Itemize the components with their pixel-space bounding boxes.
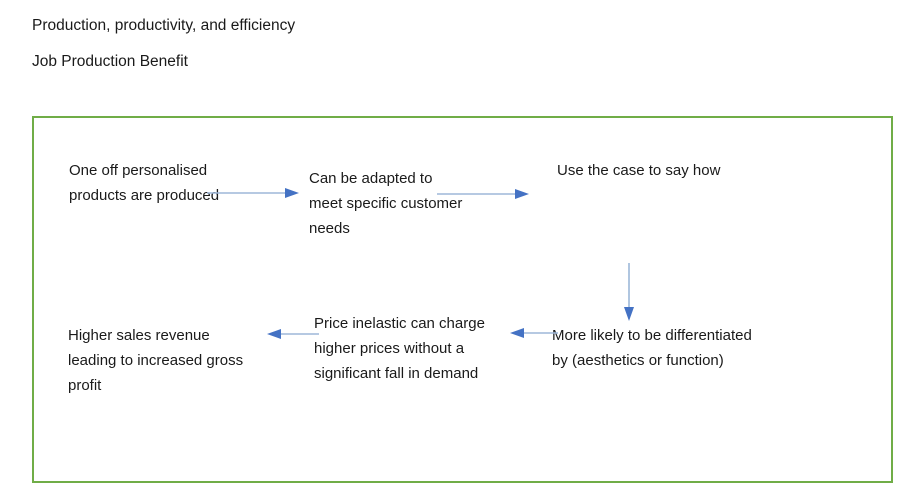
page-heading-primary: Production, productivity, and efficiency [32,17,296,34]
flow-node-use-the-case: Use the case to say how [557,162,721,179]
page-heading-secondary: Job Production Benefit [32,53,188,70]
flow-node-higher-sales: Higher sales revenue leading to increase… [68,327,244,394]
flow-node-more-likely-differentiated: More likely to be differentiated by (aes… [552,327,752,369]
flow-node-price-inelastic: Price inelastic can charge higher prices… [314,315,485,382]
arrow-right-icon-adapted-to-use-case [437,189,529,199]
arrow-left-icon-differentiated-to-price [510,328,558,338]
arrow-left-icon-price-to-higher-sales [267,329,319,339]
arrow-right-icon-one-off-to-adapted [207,188,299,198]
flow-node-one-off-products: One off personalised products are produc… [69,162,220,204]
diagram-container: One off personalised products are produc… [32,116,893,483]
flow-node-adapted-to-needs: Can be adapted to meet specific customer… [309,170,463,237]
arrow-down-icon-use-case-to-differentiated [624,263,634,321]
